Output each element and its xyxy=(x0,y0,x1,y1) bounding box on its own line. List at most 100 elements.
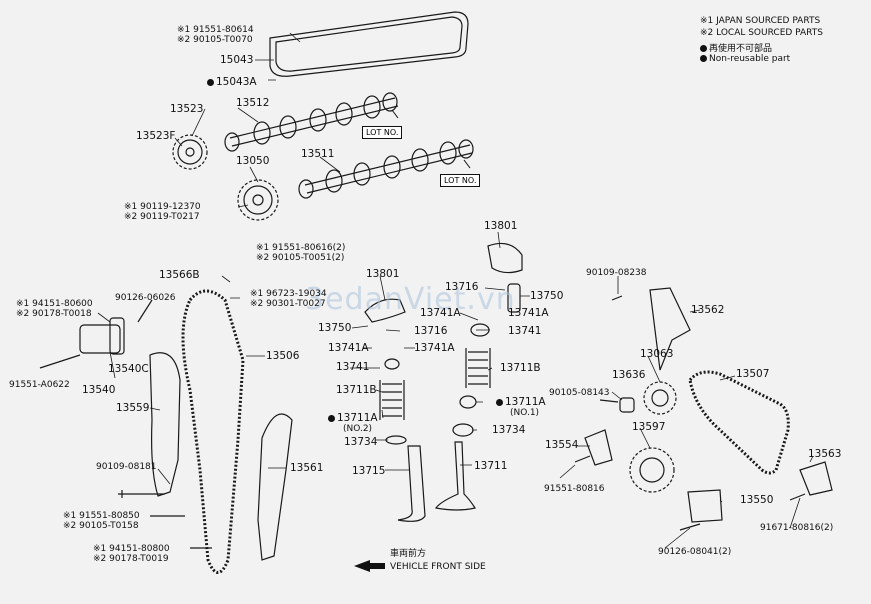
label-13550[interactable]: 13550 xyxy=(740,494,774,506)
label-13711A-no1-note: (NO.1) xyxy=(510,408,540,418)
label-13512[interactable]: 13512 xyxy=(236,97,270,109)
label-94151-80600[interactable]: ※1 94151-80600 xyxy=(16,299,93,309)
label-13741A-right[interactable]: 13741A xyxy=(508,307,549,319)
front-arrow xyxy=(354,560,385,572)
valve-13715 xyxy=(397,445,426,522)
label-13523F[interactable]: 13523F xyxy=(136,130,176,142)
label-13741-right[interactable]: 13741 xyxy=(508,325,542,337)
label-13734-center[interactable]: 13734 xyxy=(344,436,378,448)
rocker-arm-13801-center xyxy=(364,298,406,323)
label-15043A[interactable]: 15043A xyxy=(207,76,257,88)
timing-chain-13507 xyxy=(688,370,790,475)
filled-dot-icon xyxy=(700,45,707,52)
label-13050[interactable]: 13050 xyxy=(236,155,270,167)
label-13715[interactable]: 13715 xyxy=(352,465,386,477)
label-91671-80816[interactable]: 91671-80816(2) xyxy=(760,523,834,533)
gear-13597 xyxy=(629,447,675,493)
label-91551-80614[interactable]: ※1 91551-80614 xyxy=(177,25,254,35)
label-13562[interactable]: 13562 xyxy=(691,304,725,316)
chain-guide-13559 xyxy=(149,352,181,497)
label-13741-center[interactable]: 13741 xyxy=(336,361,370,373)
label-13711A-no2-note: (NO.2) xyxy=(343,424,373,434)
label-13741A-upper[interactable]: 13741A xyxy=(420,307,461,319)
label-13561[interactable]: 13561 xyxy=(290,462,324,474)
bracket-13554 xyxy=(584,429,613,466)
label-90119-T0217[interactable]: ※2 90119-T0217 xyxy=(124,212,200,222)
label-90126-06026[interactable]: 90126-06026 xyxy=(115,293,176,303)
label-90301-T0027[interactable]: ※2 90301-T0027 xyxy=(250,299,326,309)
label-13750-right[interactable]: 13750 xyxy=(530,290,564,302)
label-94151-80800[interactable]: ※1 94151-80800 xyxy=(93,544,170,554)
label-90109-08181[interactable]: 90109-08181 xyxy=(96,462,157,472)
label-13711B-right[interactable]: 13711B xyxy=(500,362,541,374)
label-91551-80816[interactable]: 91551-80816 xyxy=(544,484,605,494)
label-13597[interactable]: 13597 xyxy=(632,421,666,433)
watermark: 3edanViet.vn xyxy=(305,282,516,317)
label-13523[interactable]: 13523 xyxy=(170,103,204,115)
label-13554[interactable]: 13554 xyxy=(545,439,579,451)
label-13511[interactable]: 13511 xyxy=(301,148,335,160)
label-13063[interactable]: 13063 xyxy=(640,348,674,360)
valve-spring-right xyxy=(465,348,491,388)
label-13711A-no1-text: 13711A xyxy=(505,396,546,408)
cover-gasket-inner xyxy=(275,16,463,72)
label-13711A-no2[interactable]: 13711A xyxy=(328,412,378,424)
label-13711A-no2-text: 13711A xyxy=(337,412,378,424)
legend-reuse-cn-text: 再使用不可部品 xyxy=(709,44,773,54)
tensioner-13540 xyxy=(79,324,121,354)
label-13801-right[interactable]: 13801 xyxy=(484,220,518,232)
label-13636[interactable]: 13636 xyxy=(612,369,646,381)
valve-spring-center xyxy=(379,380,405,420)
label-91551-A0622[interactable]: 91551-A0622 xyxy=(9,380,70,390)
filled-dot-icon xyxy=(700,55,707,62)
label-13540[interactable]: 13540 xyxy=(82,384,116,396)
label-13540C[interactable]: 13540C xyxy=(108,363,149,375)
label-13716-center[interactable]: 13716 xyxy=(414,325,448,337)
rocker-arm-13801-right xyxy=(487,242,523,274)
bracket-13562 xyxy=(649,287,691,371)
label-13750-center[interactable]: 13750 xyxy=(318,322,352,334)
label-13716-right[interactable]: 13716 xyxy=(445,281,479,293)
label-90105-T0070[interactable]: ※2 90105-T0070 xyxy=(177,35,253,45)
label-13741A-mid[interactable]: 13741A xyxy=(414,342,455,354)
label-96723-19034[interactable]: ※1 96723-19034 xyxy=(250,289,327,299)
label-13506[interactable]: 13506 xyxy=(266,350,300,362)
label-90119-12370[interactable]: ※1 90119-12370 xyxy=(124,202,201,212)
gear-13063 xyxy=(643,381,677,415)
label-90178-T0018[interactable]: ※2 90178-T0018 xyxy=(16,309,92,319)
label-13711[interactable]: 13711 xyxy=(474,460,508,472)
valve-13711 xyxy=(434,441,476,511)
label-13734-right[interactable]: 13734 xyxy=(492,424,526,436)
legend-local-sourced: ※2 LOCAL SOURCED PARTS xyxy=(700,28,823,38)
label-90105-T0158[interactable]: ※2 90105-T0158 xyxy=(63,521,139,531)
label-91551-80850[interactable]: ※1 91551-80850 xyxy=(63,511,140,521)
front-side-en: VEHICLE FRONT SIDE xyxy=(390,562,486,572)
camshaft-13512 xyxy=(224,92,399,152)
label-13566B[interactable]: 13566B xyxy=(159,269,200,281)
label-15043A-text: 15043A xyxy=(216,76,257,88)
bracket-13563 xyxy=(799,461,833,496)
label-91551-80616[interactable]: ※1 91551-80616(2) xyxy=(256,243,346,253)
label-90109-08238[interactable]: 90109-08238 xyxy=(586,268,647,278)
camshaft-13511 xyxy=(298,139,474,199)
label-90105-T0051[interactable]: ※2 90105-T0051(2) xyxy=(256,253,345,263)
label-15043[interactable]: 15043 xyxy=(220,54,254,66)
label-90178-T0019[interactable]: ※2 90178-T0019 xyxy=(93,554,169,564)
label-13801-center[interactable]: 13801 xyxy=(366,268,400,280)
front-side-cn: 車両前方 xyxy=(390,549,427,559)
label-13741A-left[interactable]: 13741A xyxy=(328,342,369,354)
label-13559[interactable]: 13559 xyxy=(116,402,150,414)
label-13563[interactable]: 13563 xyxy=(808,448,842,460)
cover-gasket xyxy=(269,11,469,77)
timing-chain-13506 xyxy=(181,289,245,574)
lot-number-box-1: LOT NO. xyxy=(362,126,403,139)
label-90126-08041[interactable]: 90126-08041(2) xyxy=(658,547,732,557)
legend-japan-sourced: ※1 JAPAN SOURCED PARTS xyxy=(700,16,821,26)
filled-dot-icon xyxy=(328,415,335,422)
label-13711A-no1[interactable]: 13711A xyxy=(496,396,546,408)
filled-dot-icon xyxy=(496,399,503,406)
label-13507[interactable]: 13507 xyxy=(736,368,770,380)
label-90105-08143[interactable]: 90105-08143 xyxy=(549,388,610,398)
label-13711B-center[interactable]: 13711B xyxy=(336,384,377,396)
